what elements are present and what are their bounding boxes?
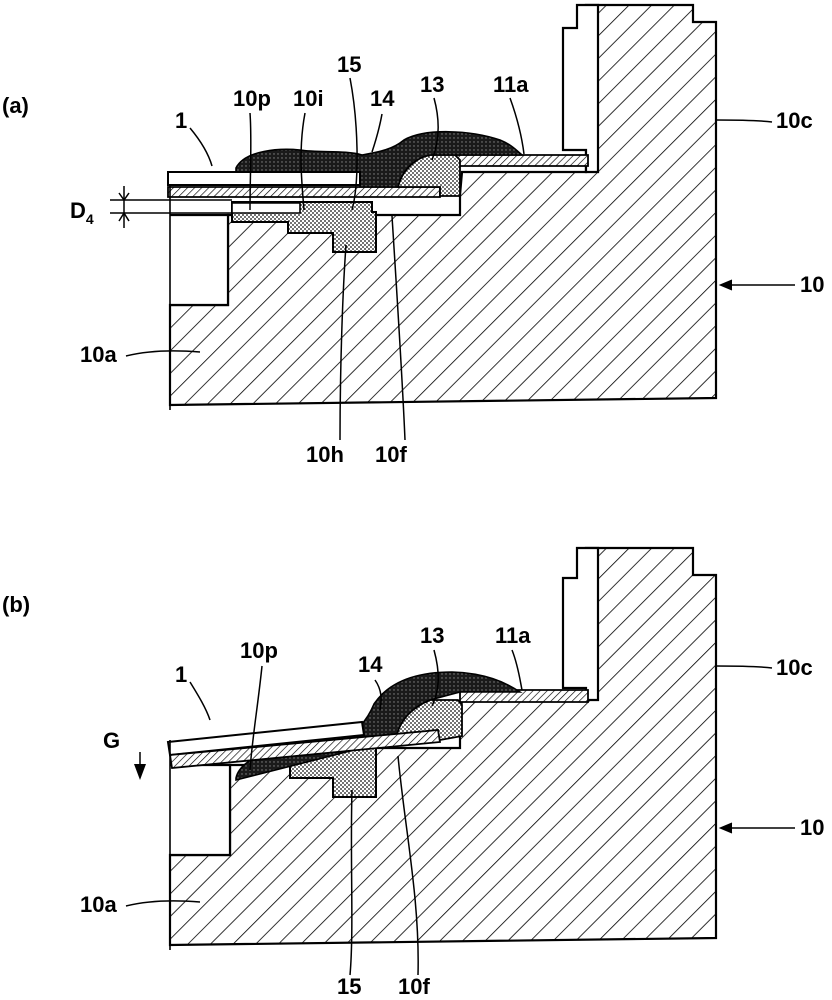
label-10c-b: 10c [776,655,813,680]
label-d4: D4 [70,198,94,227]
wall-channel [563,5,598,172]
leader-1 [190,128,212,166]
label-10p-b: 10p [240,638,278,663]
label-15-b: 15 [337,974,361,999]
left-notch [170,215,228,305]
label-10c-a: 10c [776,108,813,133]
label-g: G [103,728,120,753]
wall-channel-b [563,548,598,700]
g-arrow-head [134,764,146,780]
leader-11a-b [512,650,522,690]
label-10f-a: 10f [375,442,407,467]
label-10p: 10p [233,86,271,111]
label-1: 1 [175,108,187,133]
arrow-10-a [720,280,732,290]
leader-10c-a [716,120,772,122]
label-14-b: 14 [358,652,383,677]
label-10i: 10i [293,86,324,111]
label-15-a: 15 [337,52,361,77]
panel-b-label: (b) [2,592,30,617]
plate-11a-right [450,155,588,166]
panel-a-label: (a) [2,93,29,118]
label-10-a: 10 [800,272,824,297]
label-1-b: 1 [175,662,187,687]
leader-10c-b [716,666,772,668]
arrow-10-b [720,823,732,833]
label-13-b: 13 [420,623,444,648]
label-10a-a: 10a [80,342,117,367]
label-13-a: 13 [420,72,444,97]
panel-a: (a) D4 1 10p 10i [2,5,824,467]
leader-10p [250,113,251,210]
cavity-10i [232,203,300,213]
plate-11a [168,187,440,197]
panel-b: (b) G 1 10p 14 13 11a 10c 10 [2,548,824,999]
label-10h: 10h [306,442,344,467]
label-10f-b: 10f [398,974,430,999]
label-14-a: 14 [370,86,395,111]
component-1 [168,172,360,185]
label-10a-b: 10a [80,892,117,917]
leader-11a-a [510,98,524,154]
label-10-b: 10 [800,815,824,840]
leader-14-a [372,114,382,152]
label-11a-b: 11a [495,623,531,648]
label-11a-a: 11a [493,72,529,97]
leader-1-b [190,682,210,720]
left-notch-b [170,765,230,855]
